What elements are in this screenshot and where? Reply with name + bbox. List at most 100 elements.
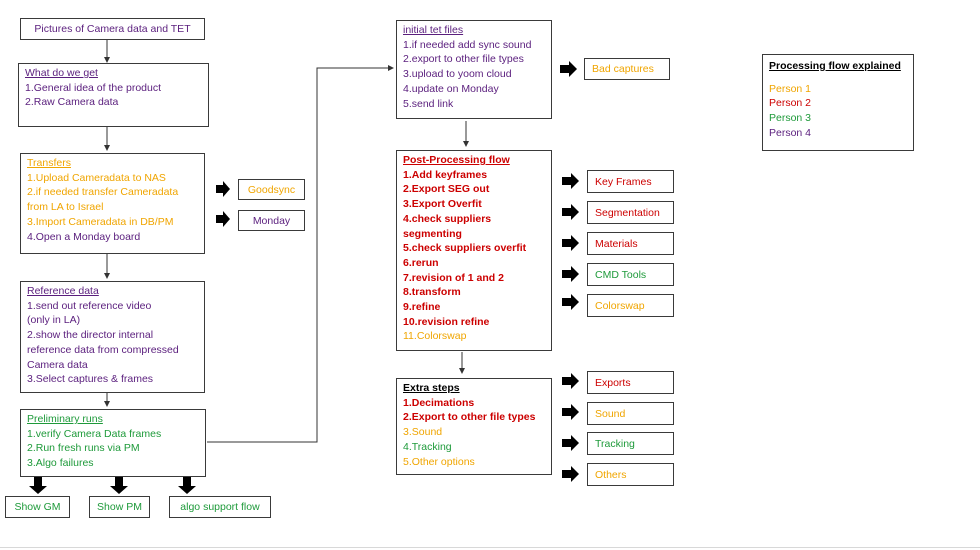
output-colorswap-box: Colorswap xyxy=(587,294,674,317)
show-gm-box: Show GM xyxy=(5,496,70,518)
output-others-label: Others xyxy=(595,468,627,481)
legend-item-person-2: Person 2 xyxy=(769,97,812,110)
arrow-to-cmdtools-icon xyxy=(562,266,579,282)
output-segmentation-label: Segmentation xyxy=(595,206,660,219)
monday-label: Monday xyxy=(252,214,291,227)
arrow-to-show-gm-icon xyxy=(29,477,47,494)
arrow-to-sound-icon xyxy=(562,404,579,420)
reference-data-item: (only in LA) xyxy=(27,314,81,327)
reference-data-item: 2.show the director internal xyxy=(27,329,154,342)
algo-support-label: algo support flow xyxy=(180,501,260,513)
preliminary-runs-item: 1.verify Camera Data frames xyxy=(27,427,162,440)
transfers-item: 4.Open a Monday board xyxy=(27,230,141,243)
bottom-divider xyxy=(0,547,980,548)
post-processing-item: 4.check suppliers xyxy=(403,212,492,225)
post-processing-item: 2.Export SEG out xyxy=(403,183,490,196)
goodsync-box: Goodsync xyxy=(238,179,305,200)
reference-data-header: Reference data xyxy=(27,285,99,297)
output-tracking-box: Tracking xyxy=(587,432,674,455)
title-box: Pictures of Camera data and TET xyxy=(20,18,205,40)
initial-tet-item: 2.export to other file types xyxy=(403,53,524,66)
arrow-to-others-icon xyxy=(562,466,579,482)
bad-captures-label: Bad captures xyxy=(592,63,654,75)
output-key-frames-box: Key Frames xyxy=(587,170,674,193)
initial-tet-item: 3.upload to yoom cloud xyxy=(403,68,512,81)
arrow-to-algo-support-icon xyxy=(178,477,196,494)
extra-steps-item: 4.Tracking xyxy=(403,440,452,453)
reference-data-item: 1.send out reference video xyxy=(27,299,152,312)
initial-tet-item: 1.if needed add sync sound xyxy=(403,38,532,51)
output-tracking-label: Tracking xyxy=(595,437,635,450)
post-processing-header: Post-Processing flow xyxy=(403,154,510,166)
show-pm-label: Show PM xyxy=(97,501,142,513)
output-others-box: Others xyxy=(587,463,674,486)
extra-steps-item: 5.Other options xyxy=(403,455,475,468)
output-exports-label: Exports xyxy=(595,376,631,389)
post-processing-item: 5.check suppliers overfit xyxy=(403,242,527,255)
show-pm-box: Show PM xyxy=(89,496,150,518)
legend-item-person-3: Person 3 xyxy=(769,112,812,125)
extra-steps-item: 1.Decimations xyxy=(403,396,475,409)
extra-steps-box: Extra steps 1.Decimations 2.Export to ot… xyxy=(396,378,552,475)
arrow-to-exports-icon xyxy=(562,373,579,389)
reference-data-item: 3.Select captures & frames xyxy=(27,373,154,386)
post-processing-box: Post-Processing flow 1.Add keyframes 2.E… xyxy=(396,150,552,351)
initial-tet-item: 5.send link xyxy=(403,97,454,110)
legend-spacer xyxy=(769,74,909,82)
legend-item-person-4: Person 4 xyxy=(769,126,812,139)
post-processing-item: 1.Add keyframes xyxy=(403,168,488,181)
extra-steps-header: Extra steps xyxy=(403,382,460,394)
transfers-item: 3.Import Cameradata in DB/PM xyxy=(27,215,174,228)
arrow-to-materials-icon xyxy=(562,235,579,251)
output-sound-label: Sound xyxy=(595,407,626,420)
what-we-get-item: 2.Raw Camera data xyxy=(25,96,119,109)
arrow-to-segmentation-icon xyxy=(562,204,579,220)
output-materials-box: Materials xyxy=(587,232,674,255)
output-cmd-tools-box: CMD Tools xyxy=(587,263,674,286)
output-sound-box: Sound xyxy=(587,402,674,425)
show-gm-label: Show GM xyxy=(14,501,61,513)
what-we-get-header: What do we get xyxy=(25,67,98,79)
output-cmd-tools-label: CMD Tools xyxy=(595,268,647,281)
post-processing-item: 10.revision refine xyxy=(403,315,490,328)
initial-tet-item: 4.update on Monday xyxy=(403,82,499,95)
reference-data-item: Camera data xyxy=(27,358,88,371)
arrow-to-tracking-icon xyxy=(562,435,579,451)
legend-box: Processing flow explained Person 1 Perso… xyxy=(762,54,914,151)
preliminary-runs-item: 3.Algo failures xyxy=(27,457,94,470)
transfers-box: Transfers 1.Upload Cameradata to NAS 2.i… xyxy=(20,153,205,254)
post-processing-item: 6.rerun xyxy=(403,256,439,269)
post-processing-item: 11.Colorswap xyxy=(403,330,467,343)
post-processing-item: 7.revision of 1 and 2 xyxy=(403,271,504,284)
goodsync-label: Goodsync xyxy=(247,183,296,196)
algo-support-box: algo support flow xyxy=(169,496,271,518)
arrow-to-monday-icon xyxy=(216,211,230,227)
extra-steps-item: 3.Sound xyxy=(403,426,443,439)
post-processing-item: 9.refine xyxy=(403,301,441,314)
what-we-get-box: What do we get 1.General idea of the pro… xyxy=(18,63,209,127)
preliminary-runs-item: 2.Run fresh runs via PM xyxy=(27,442,140,455)
connector-preliminary-to-initial-tet xyxy=(207,65,394,443)
preliminary-runs-box: Preliminary runs 1.verify Camera Data fr… xyxy=(20,409,206,477)
transfers-header: Transfers xyxy=(27,157,71,169)
transfers-item: 1.Upload Cameradata to NAS xyxy=(27,171,166,184)
post-processing-item: segmenting xyxy=(403,227,462,240)
transfers-item: from LA to Israel xyxy=(27,201,104,214)
monday-box: Monday xyxy=(238,210,305,231)
output-colorswap-label: Colorswap xyxy=(595,299,645,312)
arrow-to-keyframes-icon xyxy=(562,173,579,189)
post-processing-item: 8.transform xyxy=(403,286,461,299)
arrow-to-show-pm-icon xyxy=(110,477,128,494)
output-key-frames-label: Key Frames xyxy=(595,175,652,188)
arrow-to-goodsync-icon xyxy=(216,181,230,197)
initial-tet-box: initial tet files 1.if needed add sync s… xyxy=(396,20,552,119)
bad-captures-box: Bad captures xyxy=(584,58,670,80)
transfers-item: 2.if needed transfer Cameradata xyxy=(27,186,179,199)
legend-item-person-1: Person 1 xyxy=(769,82,812,95)
output-materials-label: Materials xyxy=(595,237,638,250)
legend-header: Processing flow explained xyxy=(769,60,901,72)
what-we-get-item: 1.General idea of the product xyxy=(25,81,162,94)
extra-steps-item: 2.Export to other file types xyxy=(403,411,536,424)
title-box-label: Pictures of Camera data and TET xyxy=(34,23,191,35)
output-segmentation-box: Segmentation xyxy=(587,201,674,224)
